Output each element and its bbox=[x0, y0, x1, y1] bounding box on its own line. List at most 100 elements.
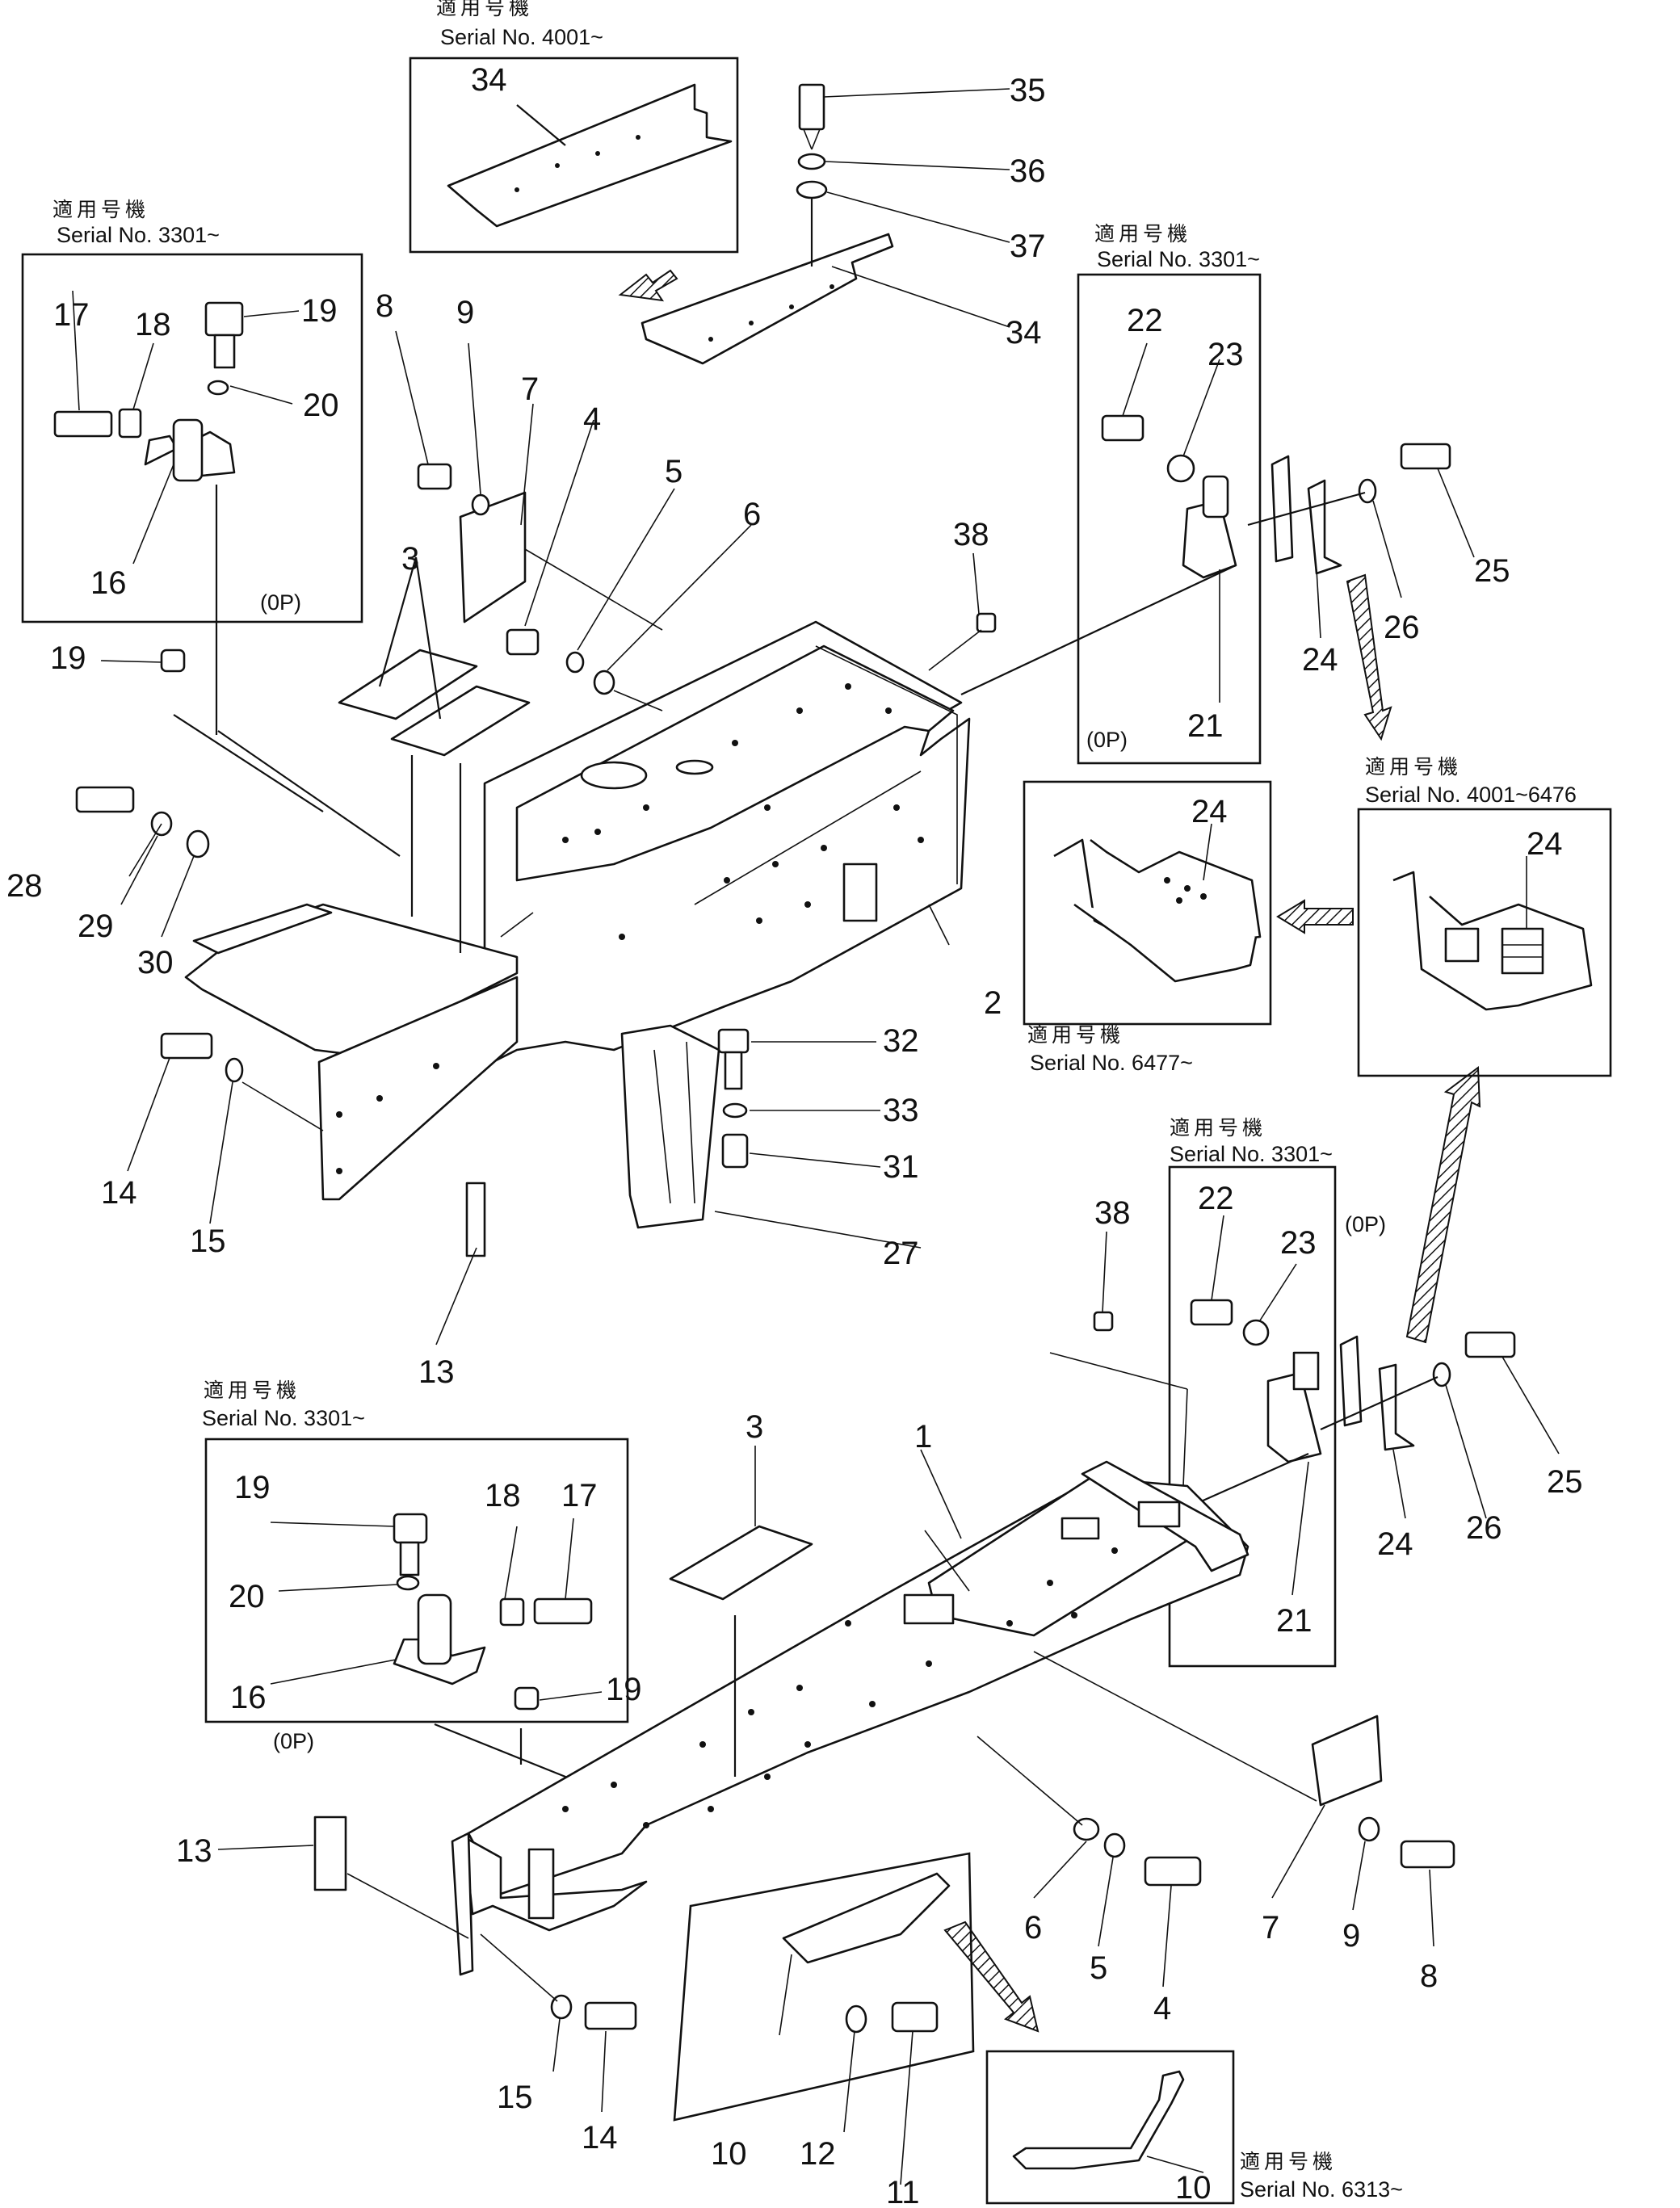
callout-35: 35 bbox=[1010, 73, 1046, 108]
callout-21-lower: 21 bbox=[1276, 1603, 1312, 1639]
callout-36: 36 bbox=[1010, 153, 1046, 189]
nut-18 bbox=[118, 408, 142, 439]
callout-16-upper: 16 bbox=[90, 565, 127, 601]
leader-lines bbox=[72, 290, 1560, 2185]
nut-23-upper bbox=[1166, 454, 1195, 483]
serial-label: Serial No. 6477~ bbox=[1030, 1051, 1193, 1075]
bolt-25-lower bbox=[1464, 1331, 1516, 1358]
option-label: (0P) bbox=[1345, 1212, 1386, 1236]
bolt-19-shank bbox=[213, 334, 236, 369]
bolt-32 bbox=[717, 1028, 750, 1054]
direction-arrow bbox=[943, 1920, 1040, 2033]
handrail-10 bbox=[782, 1872, 951, 1964]
upper-frame-2 bbox=[75, 463, 997, 1257]
inset-frame bbox=[985, 2050, 1235, 2205]
applicable-label: 適用号機 bbox=[436, 0, 533, 19]
bolt-22-upper bbox=[1101, 414, 1144, 442]
callout-7-upper: 7 bbox=[521, 371, 539, 407]
callout-25-upper: 25 bbox=[1474, 553, 1510, 589]
washer-26-lower bbox=[1432, 1362, 1451, 1387]
inset-frame bbox=[1077, 273, 1262, 765]
callout-6-upper: 6 bbox=[743, 497, 761, 532]
washer-20-lower bbox=[396, 1575, 420, 1591]
bolt-25-upper bbox=[1400, 443, 1451, 470]
callout-9-upper: 9 bbox=[456, 295, 474, 330]
bolt-14-lower bbox=[584, 2001, 637, 2030]
channel-13-lower bbox=[313, 1816, 347, 1891]
callout-4-upper: 4 bbox=[583, 401, 601, 437]
bolt-4-lower bbox=[1144, 1856, 1202, 1887]
callout-22-lower: 22 bbox=[1198, 1181, 1234, 1216]
callout-34-box: 34 bbox=[471, 62, 507, 98]
inset-serial-3301-stand-upper: 適用号機 Serial No. 3301~ bbox=[21, 198, 401, 857]
callout-37: 37 bbox=[1010, 229, 1046, 264]
handrail-10-6313 bbox=[1012, 2070, 1185, 2170]
direction-arrow bbox=[1405, 1066, 1481, 1344]
frame-2-side bbox=[317, 976, 519, 1201]
inset-serial-3301-upper-right: 適用号機 Serial No. 3301~ bbox=[960, 222, 1451, 765]
callout-4-lower: 4 bbox=[1153, 1991, 1171, 2026]
washer-9-lower bbox=[1358, 1816, 1380, 1842]
applicable-label: 適用号機 bbox=[1365, 755, 1462, 779]
bolt-19-lower-shank bbox=[399, 1541, 420, 1576]
callout-23-upper: 23 bbox=[1208, 337, 1244, 372]
callout-3-upper: 3 bbox=[401, 541, 419, 577]
callout-12: 12 bbox=[800, 2136, 836, 2172]
option-label: (0P) bbox=[260, 590, 301, 615]
callout-38-upper: 38 bbox=[953, 517, 989, 552]
plate-34-alt bbox=[447, 83, 733, 228]
applicable-label: 適用号機 bbox=[204, 1379, 300, 1402]
callout-10: 10 bbox=[711, 2136, 747, 2172]
callout-2: 2 bbox=[984, 985, 1002, 1021]
washer-12 bbox=[845, 2004, 867, 2034]
decal-3b bbox=[390, 685, 531, 757]
callout-19-box-upper: 19 bbox=[301, 293, 338, 329]
bolt-19 bbox=[204, 301, 244, 337]
callout-29: 29 bbox=[78, 909, 114, 944]
washer-37 bbox=[796, 180, 828, 199]
serial-label: Serial No. 3301~ bbox=[202, 1406, 365, 1430]
inset-frame bbox=[21, 253, 363, 623]
step-24-4001-6476 bbox=[1392, 871, 1593, 1011]
inset-frame bbox=[409, 57, 739, 254]
callout-17-upper: 17 bbox=[53, 297, 90, 333]
frame-1-front bbox=[463, 1836, 648, 1932]
inset-serial-6477: 適用号機 Serial No. 6477~ bbox=[1023, 780, 1272, 1075]
callout-numbers: 1 2 3 3 4 4 5 5 6 6 7 7 8 8 9 9 10 10 11… bbox=[6, 62, 1583, 2208]
inset-frame bbox=[204, 1438, 629, 1723]
callout-8-lower: 8 bbox=[1420, 1958, 1438, 1994]
callout-31: 31 bbox=[883, 1149, 919, 1185]
inset-frame bbox=[1023, 780, 1272, 1026]
bolt-14-upper bbox=[160, 1032, 213, 1060]
frame-2-plate bbox=[842, 863, 878, 922]
collar-31 bbox=[721, 1133, 749, 1169]
channel-13-upper bbox=[465, 1182, 486, 1257]
bolt-17-lower bbox=[533, 1597, 593, 1625]
callout-26-lower: 26 bbox=[1466, 1510, 1502, 1546]
callout-28: 28 bbox=[6, 868, 43, 904]
frame-1-leg bbox=[527, 1848, 555, 1920]
callout-3-lower: 3 bbox=[746, 1409, 763, 1445]
plate-34 bbox=[640, 233, 894, 365]
callout-7-lower: 7 bbox=[1262, 1910, 1279, 1946]
callout-17-lower: 17 bbox=[561, 1478, 598, 1513]
handrail-frame bbox=[673, 1852, 975, 2122]
bolt-32-shank bbox=[724, 1051, 743, 1090]
inset-serial-4001-plate: 適用号機 Serial No. 4001~ bbox=[409, 0, 739, 254]
applicable-label: 適用号機 bbox=[1094, 222, 1191, 246]
applicable-label: 適用号機 bbox=[1027, 1023, 1124, 1047]
bracket-24-upper-a bbox=[1270, 455, 1294, 563]
direction-arrow bbox=[1346, 573, 1392, 741]
option-labels: (0P) (0P) (0P) (0P) bbox=[260, 590, 1386, 1753]
callout-15-lower: 15 bbox=[497, 2080, 533, 2115]
bolt-28 bbox=[75, 786, 135, 813]
callout-6-lower: 6 bbox=[1024, 1910, 1042, 1946]
callout-38-lower: 38 bbox=[1094, 1195, 1131, 1231]
callout-13-lower: 13 bbox=[176, 1833, 212, 1869]
plug-38-lower bbox=[1093, 1311, 1114, 1332]
washer-6-upper bbox=[593, 670, 615, 695]
washer-9-upper bbox=[471, 493, 490, 516]
callout-34: 34 bbox=[1006, 315, 1042, 351]
callout-20-upper: 20 bbox=[303, 388, 339, 423]
callout-20-lower: 20 bbox=[229, 1579, 265, 1614]
